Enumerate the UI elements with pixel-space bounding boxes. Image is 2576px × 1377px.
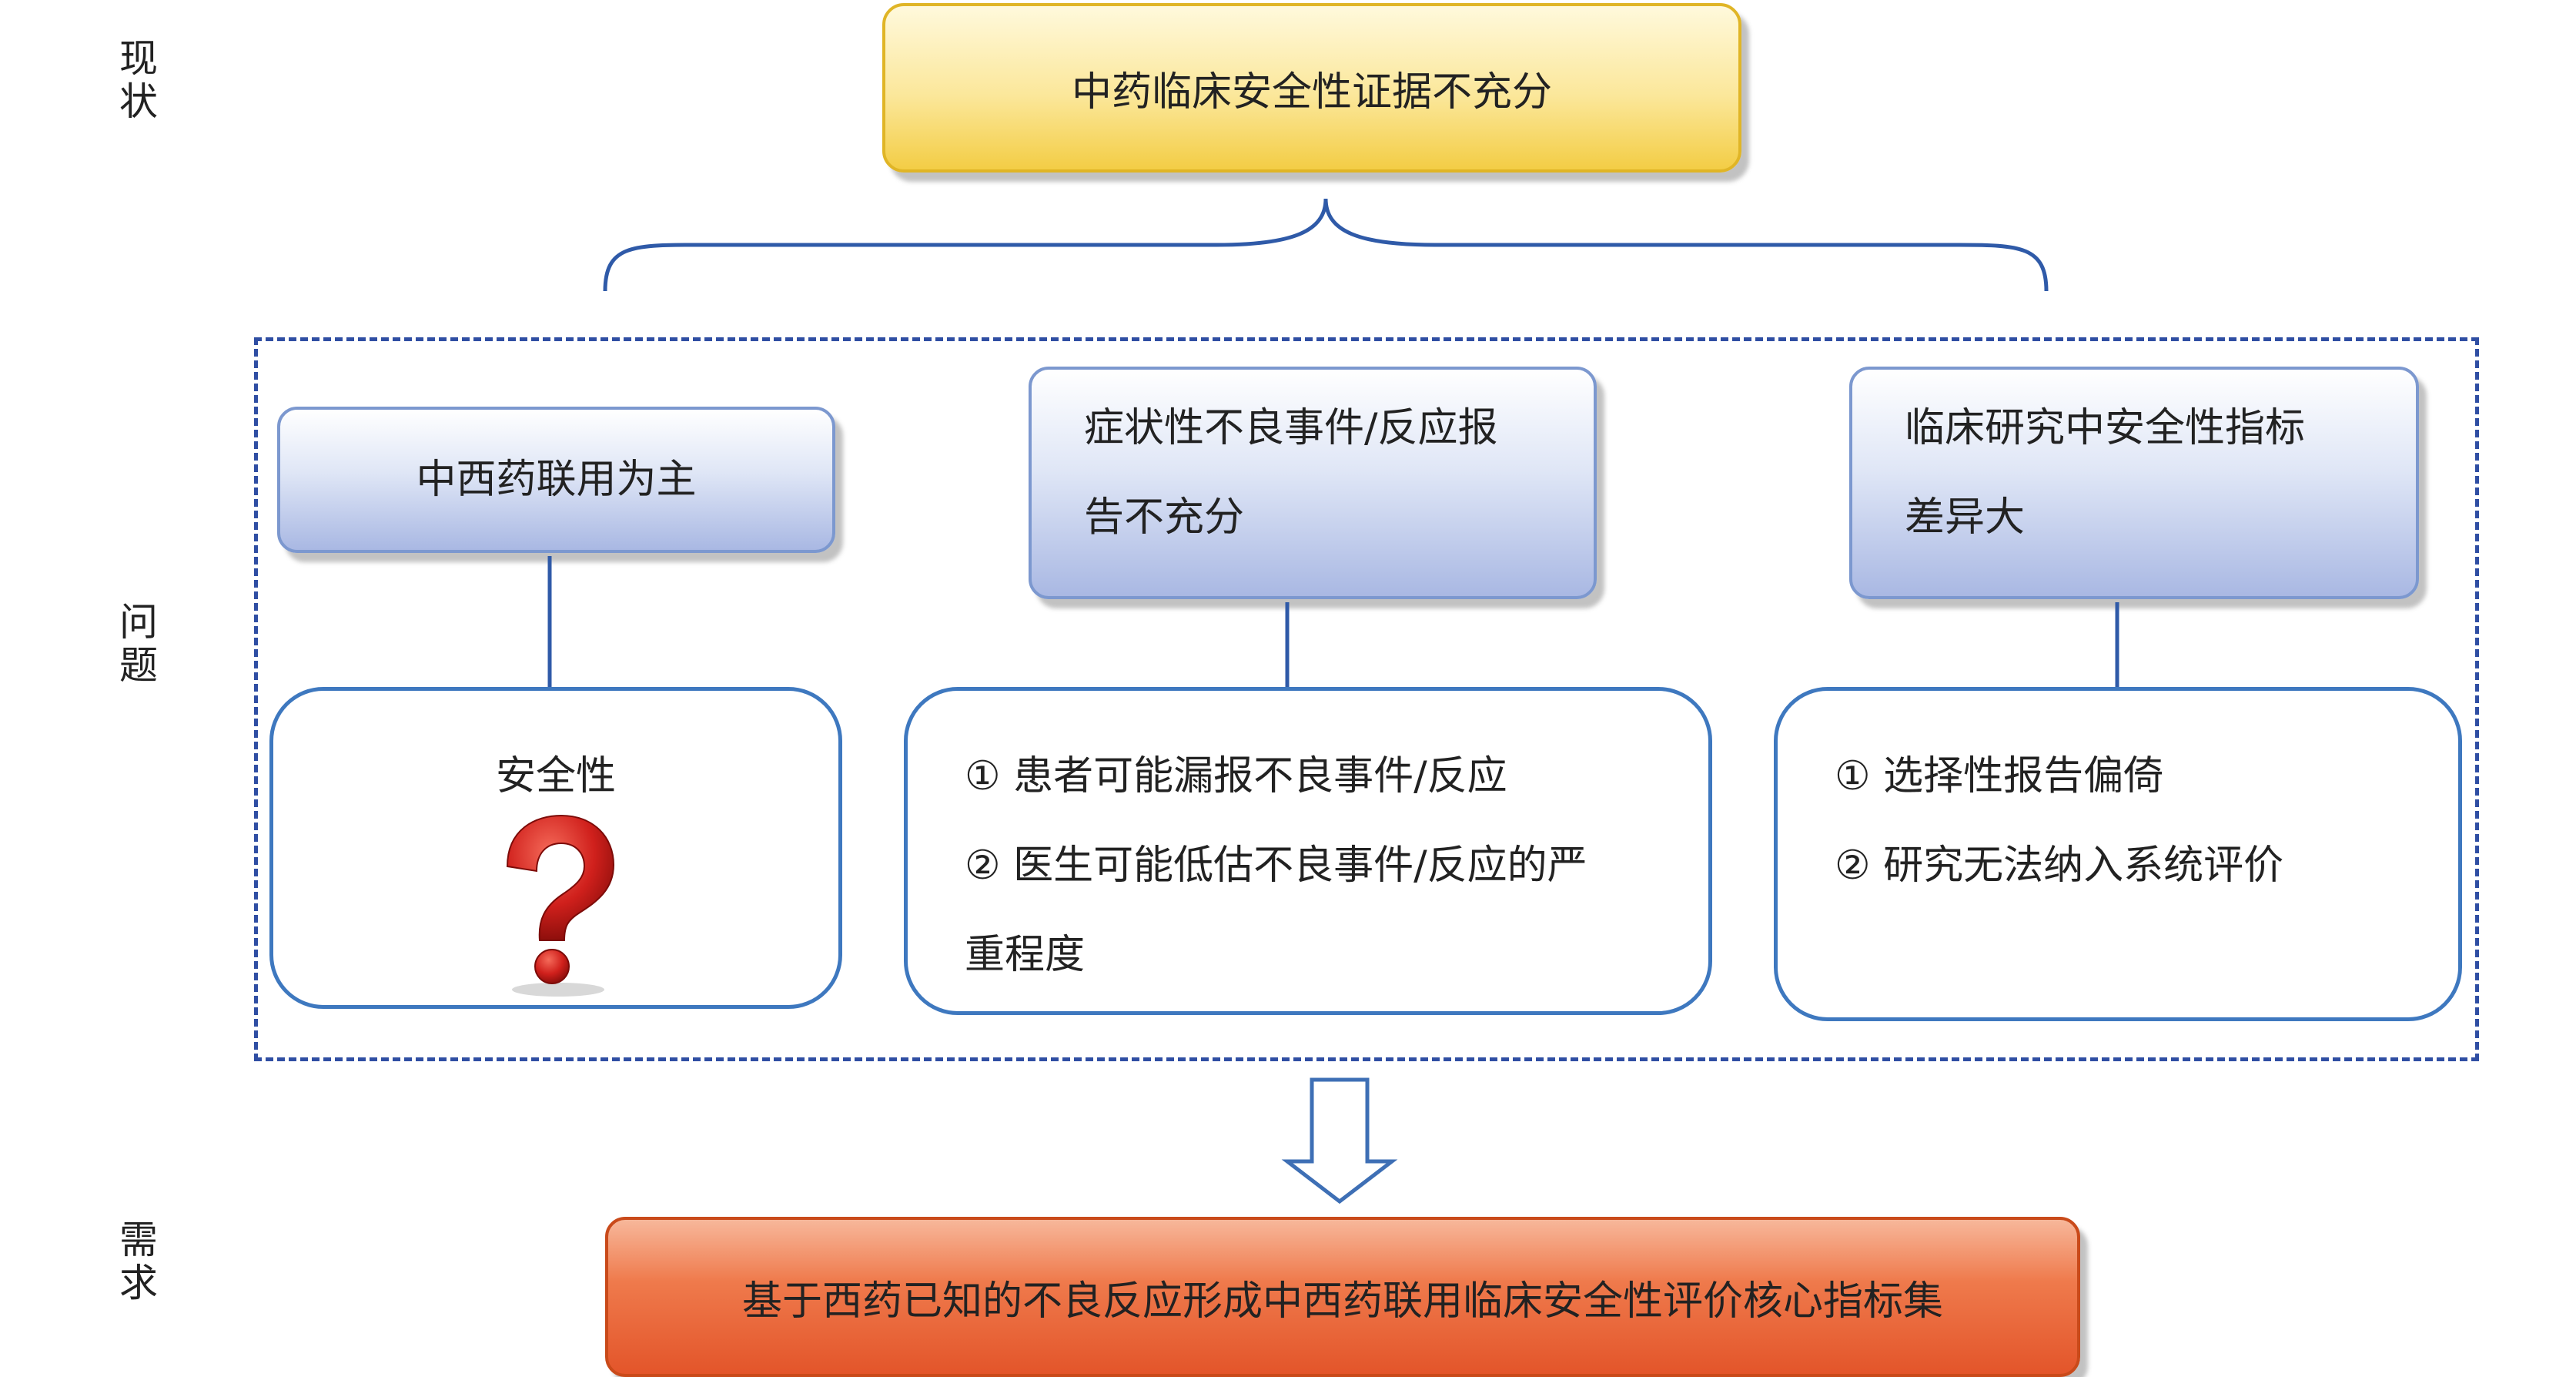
problem-detail-1: 安全性	[269, 687, 842, 1009]
problem-header-3-line-1: 临床研究中安全性指标	[1905, 405, 2306, 451]
problem-detail-3-row-1: ① 选择性报告偏倚	[1835, 753, 2164, 799]
down-arrow-icon	[1281, 1077, 1398, 1204]
question-mark-icon	[490, 812, 621, 997]
problem-detail-2-row-2: ② 医生可能低估不良事件/反应的严	[965, 843, 1587, 889]
status-box: 中药临床安全性证据不充分	[882, 3, 1741, 173]
status-box-text: 中药临床安全性证据不充分	[1071, 69, 1552, 116]
demand-box-text: 基于西药已知的不良反应形成中西药联用临床安全性评价核心指标集	[741, 1278, 1943, 1325]
side-label-problem: 问 题	[119, 600, 158, 688]
side-label-status: 现 状	[119, 36, 158, 124]
problem-header-2: 症状性不良事件/反应报 告不充分	[1029, 367, 1597, 599]
problem-detail-3: ① 选择性报告偏倚 ② 研究无法纳入系统评价	[1774, 687, 2462, 1021]
problem-header-2-line-1: 症状性不良事件/反应报	[1084, 405, 1498, 451]
problem-detail-1-title: 安全性	[495, 753, 616, 799]
problem-header-3-line-2: 差异大	[1905, 494, 2026, 541]
problem-header-2-line-2: 告不充分	[1084, 494, 1245, 541]
problem-header-1-text: 中西药联用为主	[416, 457, 697, 503]
problem-detail-2-row-1: ① 患者可能漏报不良事件/反应	[965, 753, 1507, 799]
demand-box: 基于西药已知的不良反应形成中西药联用临床安全性评价核心指标集	[605, 1217, 2080, 1377]
brace	[603, 198, 2049, 292]
problem-header-1: 中西药联用为主	[277, 407, 835, 553]
side-label-demand: 需 求	[119, 1218, 158, 1305]
problem-header-3: 临床研究中安全性指标 差异大	[1849, 367, 2419, 599]
problem-region	[254, 337, 2479, 1061]
problem-detail-2-row-3: 重程度	[965, 932, 1086, 978]
problem-detail-3-row-2: ② 研究无法纳入系统评价	[1835, 843, 2284, 889]
problem-detail-2: ① 患者可能漏报不良事件/反应 ② 医生可能低估不良事件/反应的严 重程度	[904, 687, 1712, 1015]
